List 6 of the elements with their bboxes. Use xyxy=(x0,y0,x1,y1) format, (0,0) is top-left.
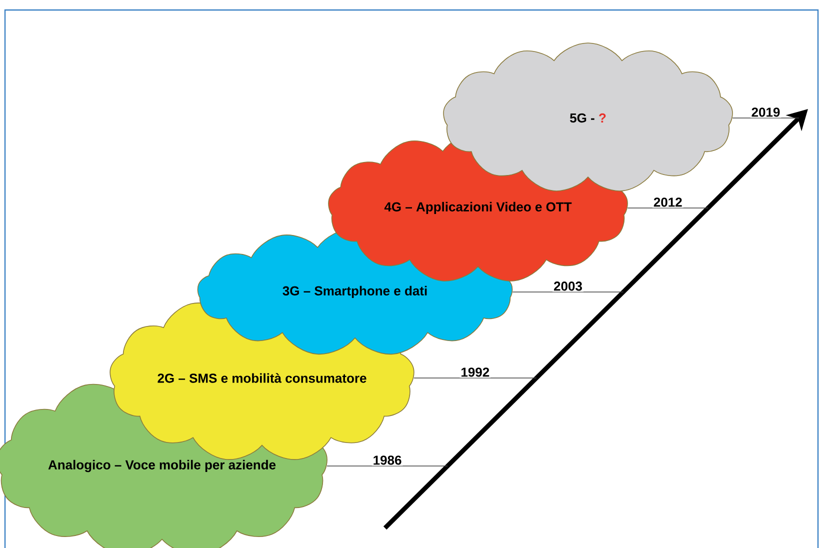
year-label: 1986 xyxy=(372,454,403,466)
cloud: 5G - ? xyxy=(443,42,733,192)
year-label: 1992 xyxy=(460,366,491,378)
year-label: 2012 xyxy=(652,196,684,208)
year-label: 2003 xyxy=(552,280,584,292)
year-label: 2019 xyxy=(750,106,782,118)
